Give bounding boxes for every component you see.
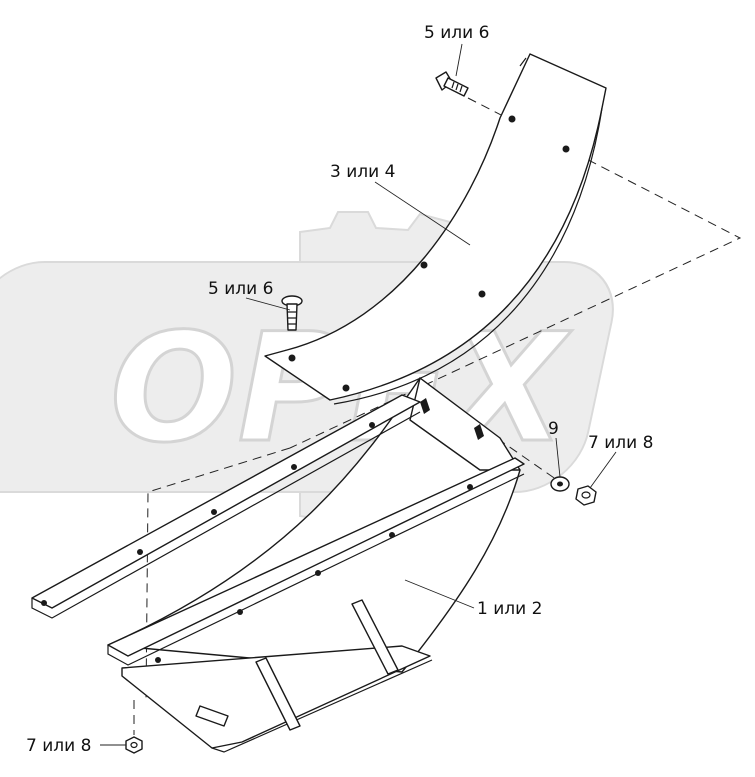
bolt-middle-thread: [288, 311, 296, 325]
leader-line: [555, 437, 561, 478]
housing-hole: [237, 609, 243, 615]
callout-label-bolt-middle: 5 или 6: [208, 279, 273, 299]
nut-right: [575, 485, 597, 506]
plate-hole: [288, 354, 296, 362]
housing-hole: [389, 532, 395, 538]
callout-label-washer: 9: [548, 419, 559, 439]
callout-label-nut-bottom: 7 или 8: [26, 736, 91, 756]
housing-hole: [155, 657, 161, 663]
curved-plate-inner-edge: [519, 57, 527, 67]
bolt-top-thread: [451, 81, 463, 93]
housing-hole: [41, 600, 47, 606]
callout-label-bolt-top: 5 или 6: [424, 23, 489, 43]
nut-bottom: [125, 736, 143, 754]
plate-hole: [420, 261, 428, 269]
washer-hole: [557, 481, 563, 487]
washer: [550, 476, 570, 492]
nut-bottom-body: [125, 736, 143, 754]
housing-right-flange: [107, 457, 525, 657]
housing-base-bottom: [211, 659, 433, 753]
housing-hole: [137, 549, 143, 555]
leader-line: [245, 297, 291, 311]
housing-hole: [369, 422, 375, 428]
bolt-top-shank: [443, 77, 469, 97]
plate-hole: [508, 115, 516, 123]
plate-hole: [478, 290, 486, 298]
leader-line: [404, 579, 475, 609]
curved-plate-body: [264, 53, 607, 401]
leader-line: [589, 451, 617, 489]
housing-right-flange-lip: [107, 473, 525, 666]
housing-rib-right: [351, 599, 399, 675]
housing-hole: [315, 570, 321, 576]
callout-labels: 5 или 6 3 или 4 5 или 6 9 7 или 8 1 или …: [26, 23, 653, 756]
housing-rib-left: [255, 657, 301, 731]
leader-line: [455, 43, 463, 77]
nut-bottom-hole: [130, 741, 138, 749]
callout-label-curved-plate: 3 или 4: [330, 162, 395, 182]
leader-lines: [100, 43, 617, 746]
housing-flange-tab: [195, 705, 229, 727]
nut-right-body: [575, 485, 597, 506]
assembly-line-top: [289, 97, 742, 449]
housing-slot: [474, 424, 484, 440]
curved-plate-thickness: [333, 107, 603, 405]
leader-line: [374, 181, 471, 246]
bolt-middle: [281, 295, 303, 331]
plate-hole: [562, 145, 570, 153]
callout-label-nut-right: 7 или 8: [588, 433, 653, 453]
housing-hole: [291, 464, 297, 470]
housing-hole: [467, 484, 473, 490]
nut-right-hole: [581, 491, 591, 499]
housing-slot: [420, 398, 430, 414]
bolt-middle-shank: [286, 303, 298, 331]
housing-left-flange-lip: [31, 411, 421, 619]
housing-hole: [211, 509, 217, 515]
plate-hole: [342, 384, 350, 392]
curved-plate: [264, 53, 607, 405]
housing: [31, 377, 525, 753]
bolt-top: [435, 71, 469, 97]
callout-label-housing: 1 или 2: [477, 599, 542, 619]
